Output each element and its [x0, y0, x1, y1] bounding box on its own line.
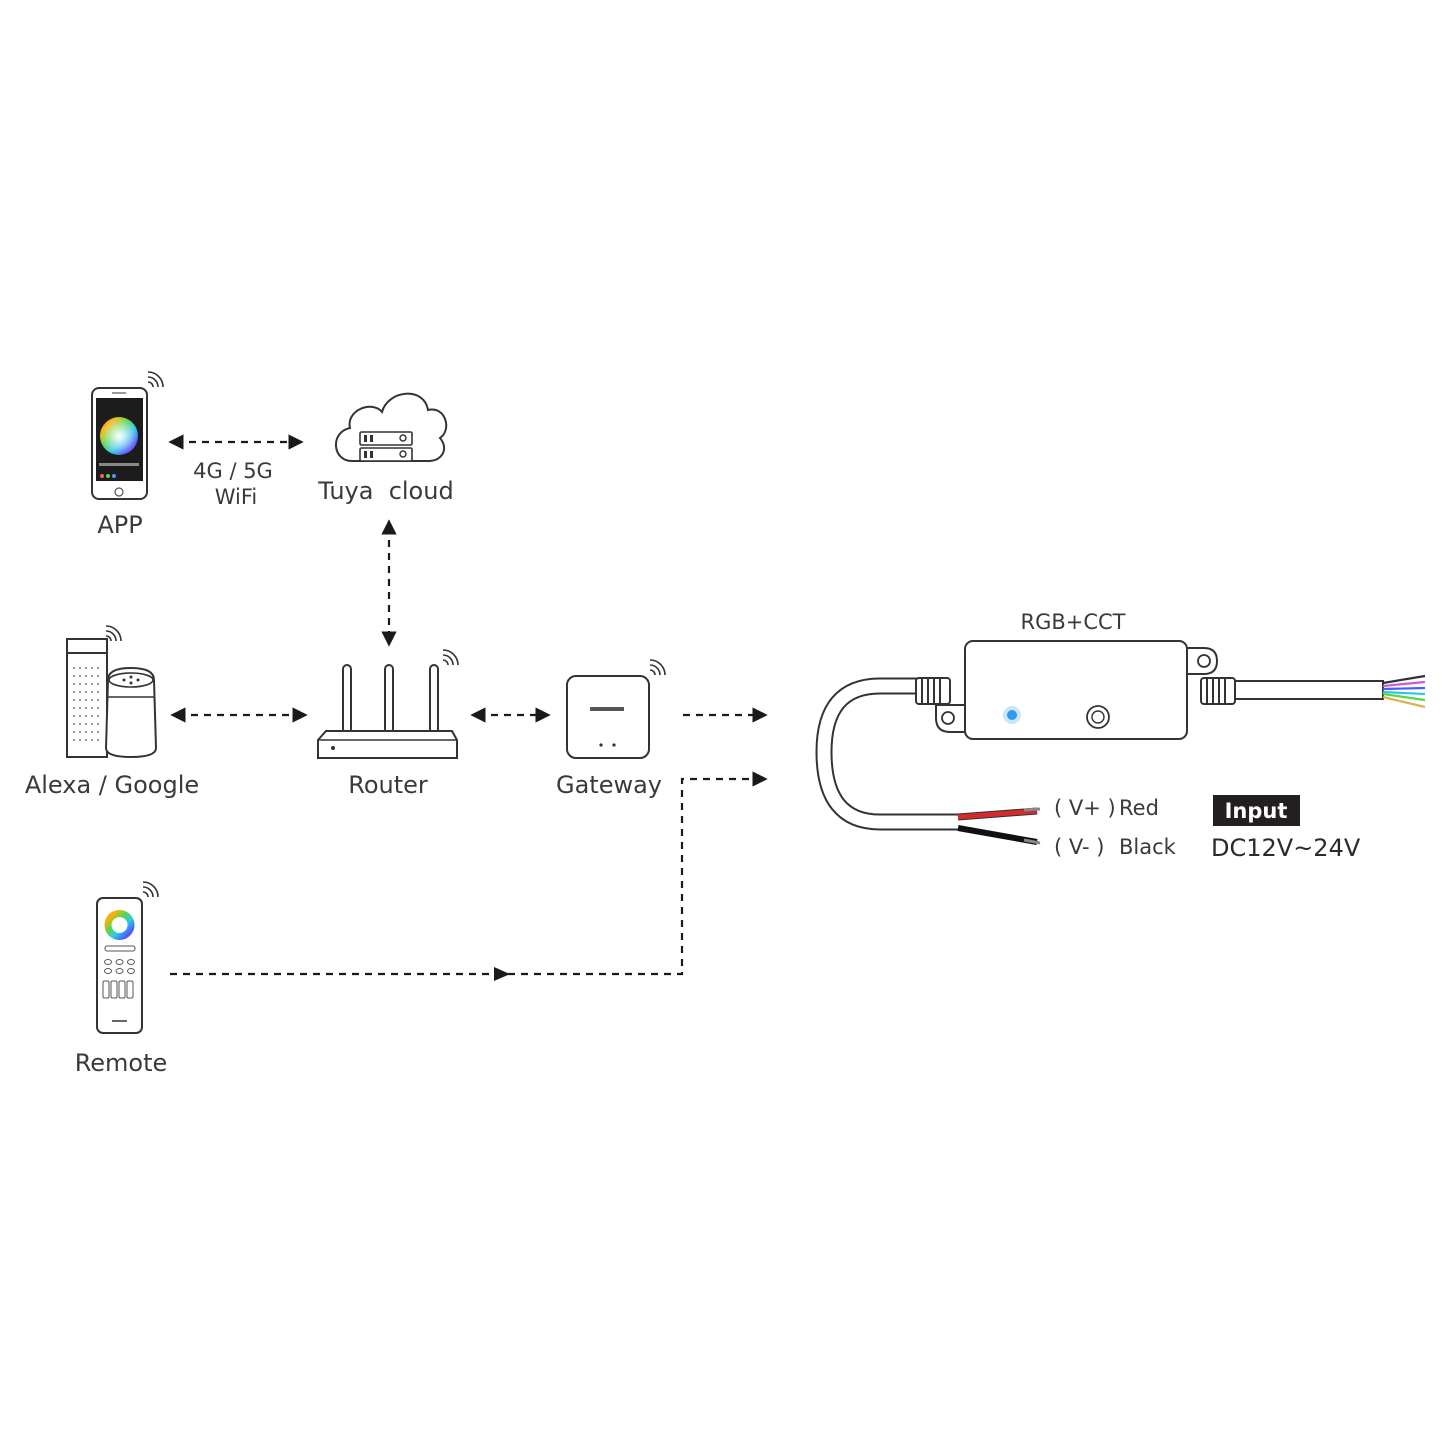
link-app-cloud-line1: 4G / 5G — [193, 459, 273, 483]
link-remote-controller — [170, 771, 768, 981]
wire-pos-terminal: ( V+ ) — [1054, 796, 1116, 820]
led-controller-icon — [815, 640, 1426, 845]
smart-speaker-icon — [66, 638, 158, 759]
wire-neg-color: Black — [1119, 835, 1177, 859]
wire-red — [957, 808, 1038, 820]
wifi-signal-icon — [142, 881, 159, 898]
input-badge-label: Input — [1225, 799, 1288, 823]
link-app-cloud-line2: WiFi — [215, 485, 258, 509]
node-label-remote: Remote — [75, 1049, 168, 1077]
node-label-alexa: Alexa / Google — [25, 771, 199, 799]
smartphone-icon — [91, 387, 148, 500]
wifi-signal-icon — [147, 371, 164, 388]
wifi-signal-icon — [442, 649, 459, 666]
remote-control-icon — [96, 897, 143, 1034]
wifi-signal-icon — [105, 625, 122, 642]
router-icon — [317, 664, 458, 759]
cloud-server-icon — [335, 392, 448, 463]
status-led — [1007, 710, 1017, 720]
node-label-app: APP — [97, 511, 142, 539]
gateway-icon — [566, 675, 650, 759]
controller-title: RGB+CCT — [1020, 610, 1125, 634]
node-label-gateway: Gateway — [556, 771, 662, 799]
wire-pos-color: Red — [1119, 796, 1159, 820]
node-label-router: Router — [348, 771, 428, 799]
wifi-signal-icon — [649, 659, 666, 676]
input-badge: Input — [1213, 795, 1300, 826]
node-label-cloud: Tuya cloud — [317, 477, 453, 505]
input-voltage: DC12V~24V — [1211, 834, 1361, 862]
wire-neg-terminal: ( V- ) — [1054, 835, 1104, 859]
